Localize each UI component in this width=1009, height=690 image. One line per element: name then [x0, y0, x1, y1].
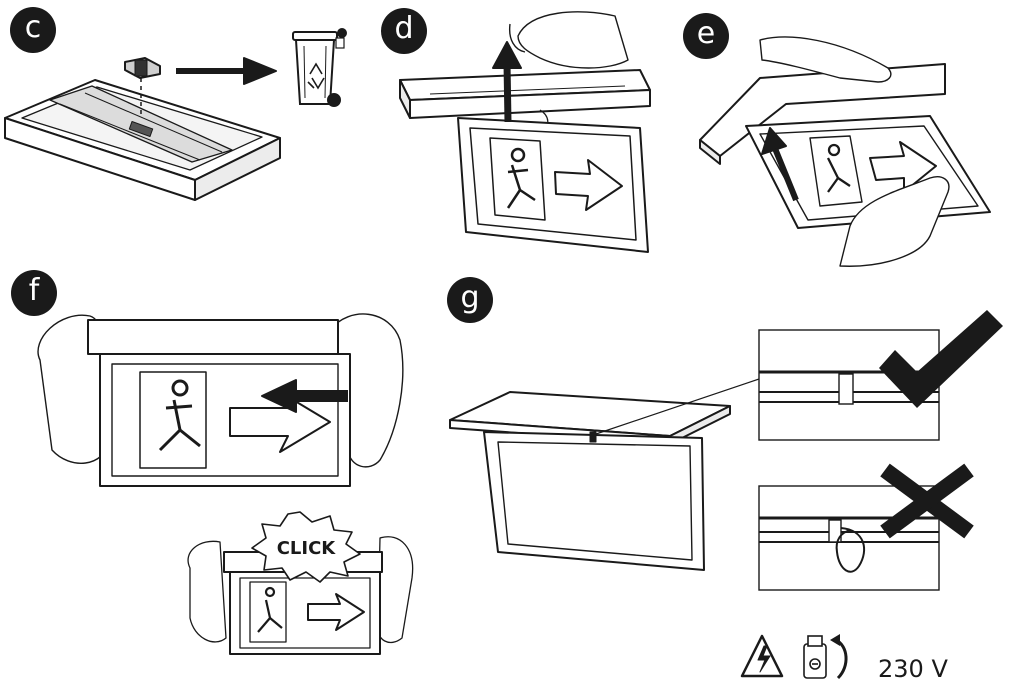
hand-illustration	[517, 11, 629, 69]
step-d-badge: d	[381, 8, 427, 54]
hand-illustration	[839, 176, 950, 267]
exit-sign-panel	[457, 117, 649, 253]
step-c-illustration	[4, 28, 347, 201]
checkmark-icon	[879, 310, 1003, 408]
step-e-badge: e	[683, 13, 729, 59]
bracket-clip-part	[124, 57, 161, 79]
warning-triangle-icon	[740, 634, 784, 678]
click-burst	[251, 511, 361, 583]
arrow-right-icon	[554, 159, 623, 211]
arrow-right-icon	[307, 593, 365, 631]
step-f-badge: f	[11, 270, 57, 316]
terminal-screw-icon	[803, 635, 827, 679]
housing-front-face	[87, 319, 339, 355]
rotate-arrow-icon	[835, 638, 848, 680]
voltage-warning-group	[740, 634, 848, 680]
hand-illustration	[759, 36, 892, 83]
step-d-illustration	[399, 11, 651, 253]
detail-incorrect	[758, 463, 974, 591]
step-c-badge: c	[10, 7, 56, 53]
cross-icon	[880, 463, 974, 539]
click-text: CLICK	[277, 538, 337, 559]
recycle-bin-icon	[292, 28, 347, 107]
running-man-icon	[809, 135, 863, 207]
hand-illustration	[187, 540, 227, 643]
step-e-illustration	[699, 36, 991, 267]
running-man-icon	[158, 379, 201, 452]
step-g-badge: g	[447, 277, 493, 323]
running-man-icon	[249, 581, 287, 643]
step-g-illustration	[449, 377, 763, 571]
detail-correct	[758, 310, 1003, 441]
step-f-illustration	[37, 313, 404, 487]
hand-illustration	[377, 536, 414, 643]
exit-sign-panel	[483, 431, 705, 571]
step-f-click-illustration: CLICK	[187, 511, 414, 655]
arrow-right-icon	[869, 141, 937, 193]
voltage-label: 230 V	[878, 655, 948, 683]
arrow-right-icon	[243, 57, 277, 85]
running-man-icon	[506, 147, 536, 209]
